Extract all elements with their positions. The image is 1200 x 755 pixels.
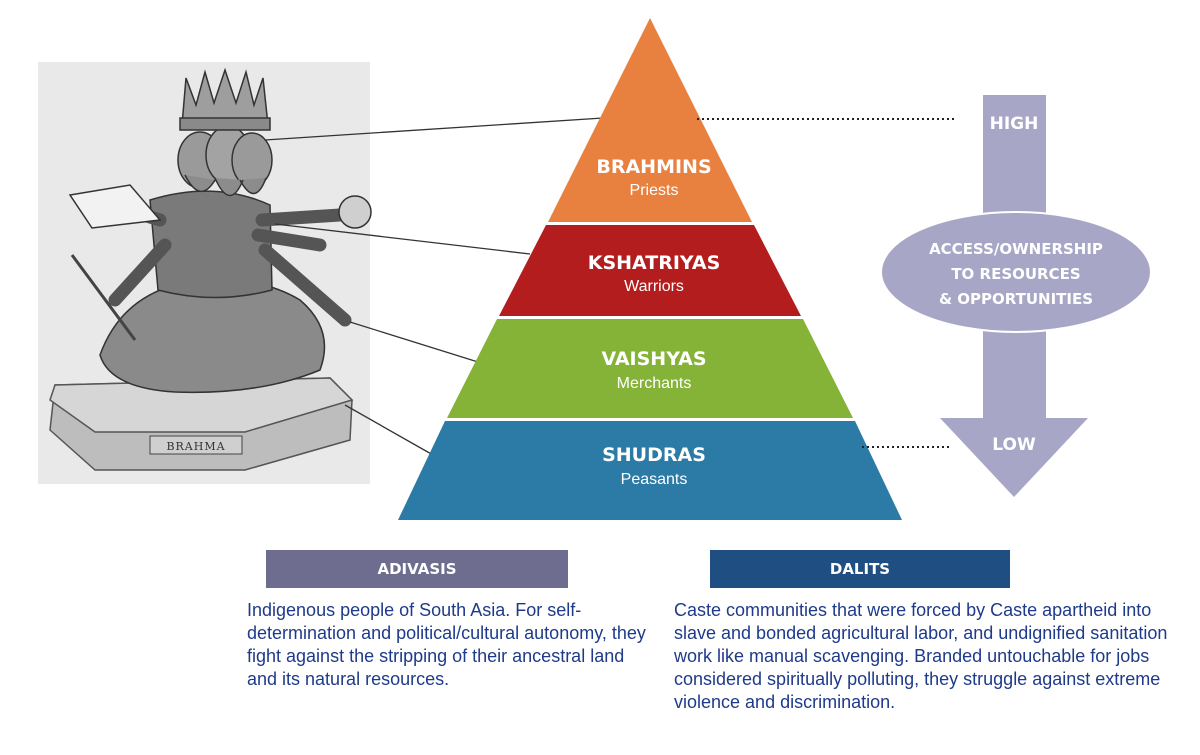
statue-staff [70, 254, 137, 341]
adivasis-header: ADIVASIS [266, 550, 568, 588]
statue-plaque [149, 435, 243, 455]
tier-kshatriyas-role: Warriors [624, 278, 684, 295]
tier-shudras-role: Peasants [621, 471, 688, 488]
tier-shudras-name: SHUDRAS [602, 444, 706, 466]
brahma-statue-illustration: BRAHMA [38, 62, 372, 484]
connector-kshatriyas [274, 223, 531, 255]
scale-high-label: HIGH [990, 114, 1039, 134]
tier-shudras [398, 421, 902, 520]
tier-kshatriyas [499, 225, 801, 316]
scale-low-label: LOW [992, 435, 1036, 455]
caste-pyramid [398, 18, 902, 520]
dalits-header: DALITS [710, 550, 1010, 588]
tier-brahmins-name: BRAHMINS [596, 156, 711, 178]
connector-lines [264, 117, 604, 456]
tier-brahmins-role: Priests [630, 182, 679, 199]
connector-vaishyas [349, 321, 479, 363]
tier-kshatriyas-name: KSHATRIYAS [588, 252, 721, 274]
access-oval [880, 211, 1152, 333]
dalits-description: Caste communities that were forced by Ca… [674, 600, 1168, 712]
caste-diagram: BRAHMA BRAHMINS [38, 18, 1152, 520]
connector-shudras [344, 404, 434, 456]
statue-book [68, 184, 162, 229]
connector-brahmins [264, 117, 604, 141]
statue-heads [177, 125, 273, 197]
adivasis-description: Indigenous people of South Asia. For sel… [247, 600, 646, 689]
access-scale-arrow: HIGH LOW ACCESS/OWNERSHIP TO RESOURCES &… [880, 95, 1152, 497]
access-label-line-3: & OPPORTUNITIES [939, 290, 1093, 308]
access-label-line-1: ACCESS/OWNERSHIP [929, 240, 1103, 258]
statue-crown [181, 67, 269, 126]
tier-brahmins [548, 18, 752, 222]
tier-vaishyas-name: VAISHYAS [601, 348, 706, 370]
statue-orb [338, 195, 372, 229]
tier-vaishyas-role: Merchants [617, 375, 692, 392]
statue-plaque-text: BRAHMA [166, 440, 225, 453]
access-label-line-2: TO RESOURCES [951, 265, 1080, 283]
tier-vaishyas [447, 319, 853, 418]
